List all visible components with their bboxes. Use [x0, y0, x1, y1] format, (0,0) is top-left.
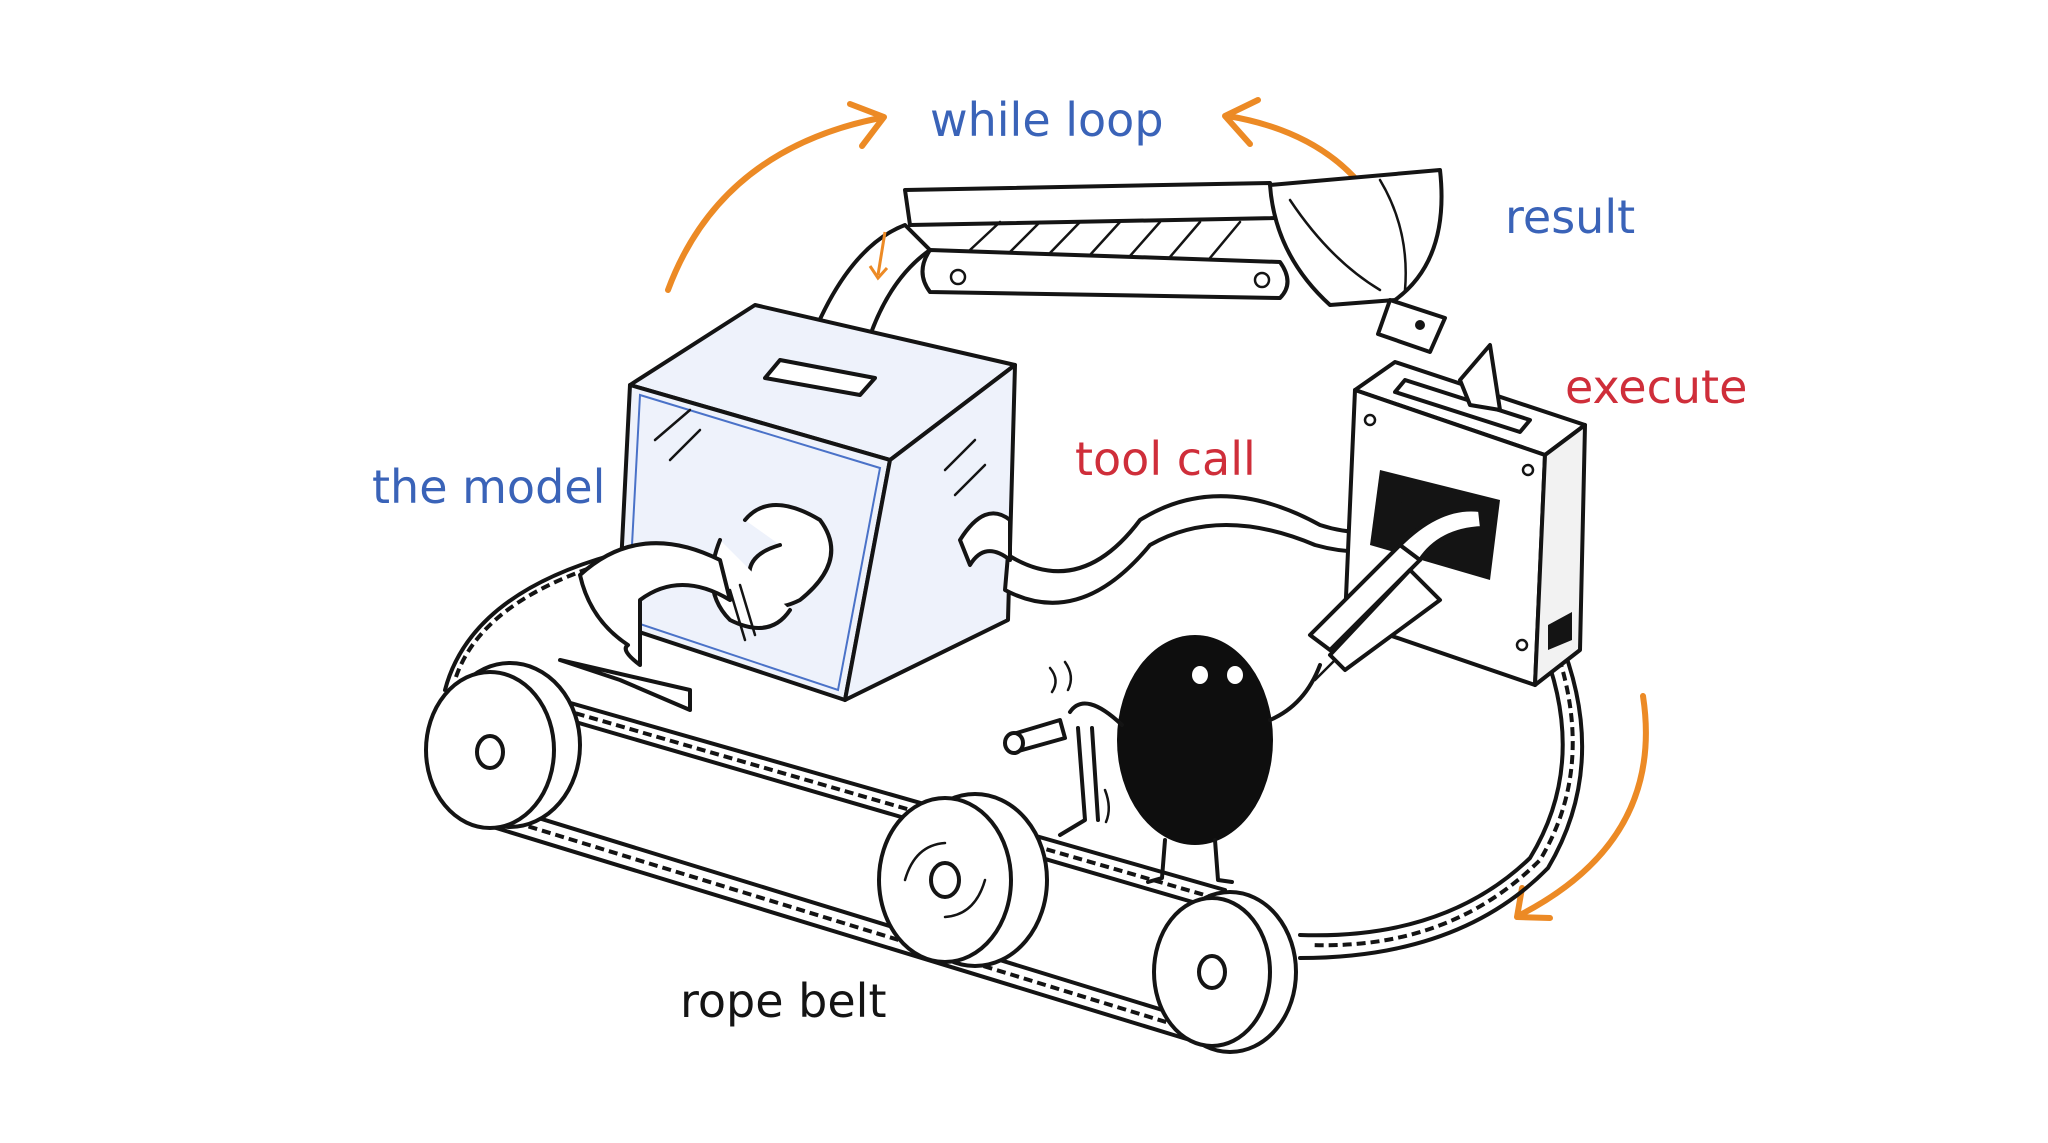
- loop-arrow-right-head: [1222, 97, 1261, 147]
- glass-cube-model: [616, 303, 1017, 702]
- pliers-tool: [1308, 507, 1484, 682]
- label-execute: execute: [1565, 360, 1747, 414]
- label-the-model: the model: [372, 460, 605, 514]
- label-result: result: [1505, 190, 1635, 244]
- pulley-left: [424, 661, 582, 830]
- loop-arrow-bottom-head: [1514, 885, 1553, 921]
- label-tool-call: tool call: [1075, 432, 1256, 486]
- tool-call-tape: [558, 494, 1457, 712]
- creature-character: [1048, 635, 1322, 884]
- label-rope-belt: rope belt: [680, 974, 886, 1028]
- scoop-ladle: [1268, 168, 1444, 307]
- loop-arrow-left: [665, 115, 883, 293]
- token-card: [1376, 298, 1447, 354]
- belt-top-run: [488, 678, 1227, 892]
- rope-belt-conveyor: [424, 553, 1585, 1054]
- loop-arrow-left-head: [847, 101, 887, 149]
- belt-bottom-run: [468, 818, 1192, 1042]
- pulley-middle: [877, 792, 1049, 968]
- creature-body: [1117, 635, 1273, 845]
- crank-handle: [1003, 718, 1100, 837]
- label-while-loop: while loop: [930, 93, 1164, 147]
- loop-arrow-bottom: [1517, 693, 1649, 918]
- pulley-right: [1152, 890, 1298, 1054]
